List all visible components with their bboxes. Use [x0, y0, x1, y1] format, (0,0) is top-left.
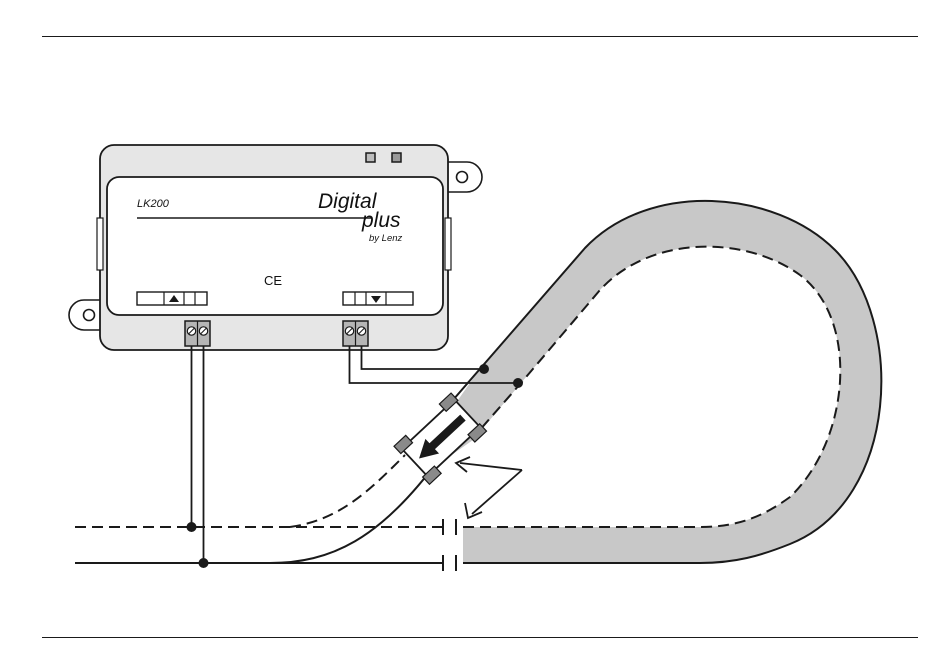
ce-mark: CE: [264, 273, 282, 288]
terminal-legend-left: [137, 292, 207, 305]
brand-byline: by Lenz: [369, 233, 403, 244]
led-indicator-1: [366, 153, 375, 162]
terminal-legend-right: [343, 292, 413, 305]
brand-plus: plus: [361, 209, 401, 232]
junction-dot: [187, 522, 197, 532]
junction-dot: [513, 378, 523, 388]
turnout-rail-solid: [270, 458, 440, 563]
housing-notch-left: [97, 218, 103, 270]
lk200-module: LK200 Digital plus by Lenz CE: [69, 145, 482, 350]
housing-notch-right: [445, 218, 451, 270]
junction-dot: [479, 364, 489, 374]
led-indicator-2: [392, 153, 401, 162]
isolation-gap: [443, 519, 456, 571]
model-label: LK200: [137, 198, 170, 210]
mounting-hole-left: [84, 310, 95, 321]
mounting-hole-right: [457, 172, 468, 183]
terminal-block-right: [343, 321, 368, 346]
terminal-block-left: [185, 321, 210, 346]
junction-dot: [199, 558, 209, 568]
double-arrow-icon: [456, 457, 522, 518]
